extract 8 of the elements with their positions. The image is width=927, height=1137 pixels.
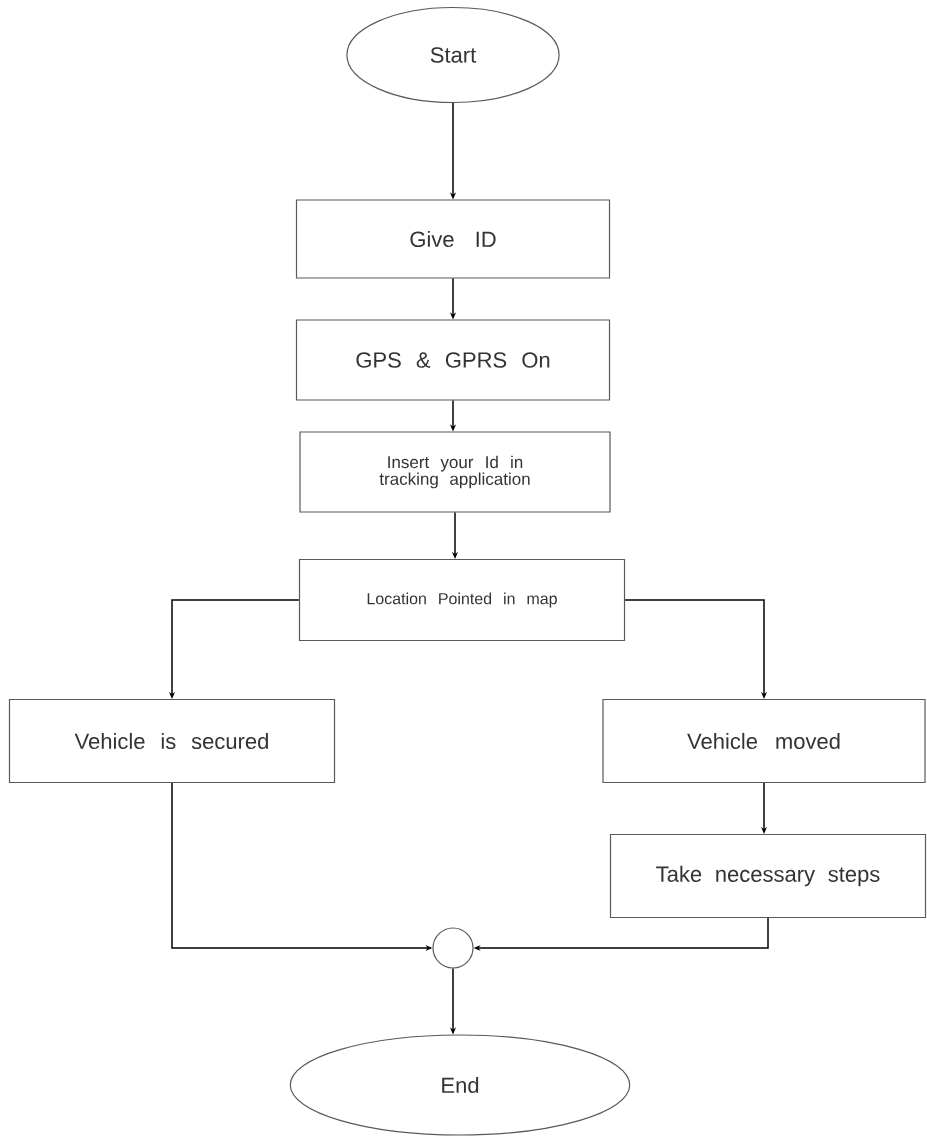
junction-circle [432, 927, 474, 969]
process-box: Give ID [295, 199, 611, 279]
process-box: GPS & GPRS On [295, 319, 611, 401]
process-box: Vehicle is secured [8, 698, 336, 784]
process-box: Take necessary steps [609, 833, 927, 919]
process-box: Vehicle moved [602, 698, 926, 784]
process-box: Insert your Id in tracking application [299, 431, 611, 513]
process-box: Location Pointed in map [298, 558, 626, 642]
